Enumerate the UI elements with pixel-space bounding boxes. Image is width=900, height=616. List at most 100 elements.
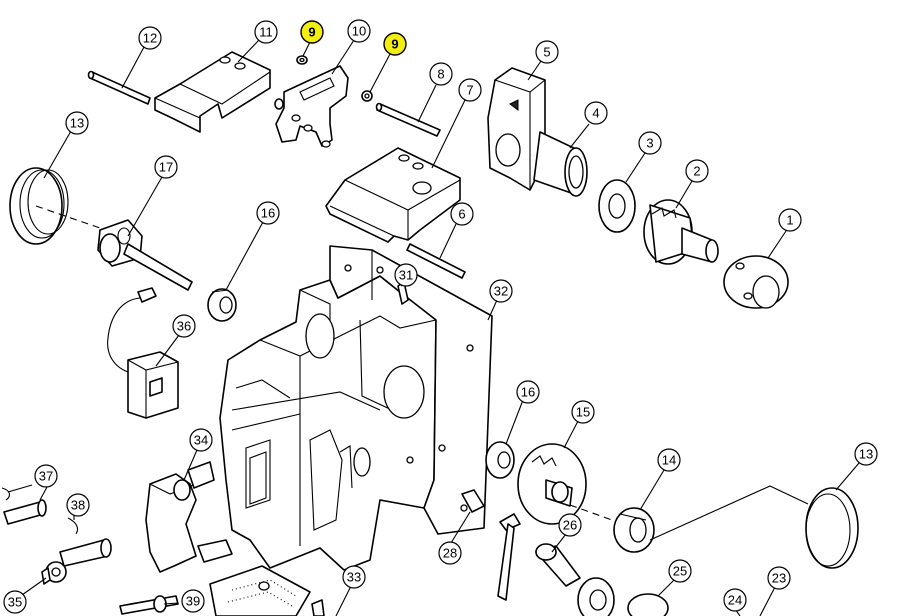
part-13-cover-right xyxy=(805,487,859,569)
callout-34: 34 xyxy=(189,428,213,452)
part-4-bushing xyxy=(533,131,588,197)
part-7-block xyxy=(325,147,461,243)
callout-12: 12 xyxy=(138,26,162,50)
part-9-nut-lower xyxy=(361,90,373,102)
part-16-bearing-lower xyxy=(485,441,515,479)
axis-line-right xyxy=(569,504,613,521)
callout-1: 1 xyxy=(778,208,802,232)
part-34-linkage xyxy=(145,461,233,573)
callout-7: 7 xyxy=(458,78,482,102)
callout-33-label: 33 xyxy=(347,570,361,585)
part-10-bracket xyxy=(274,65,349,148)
callout-6: 6 xyxy=(450,202,474,226)
callout-36: 36 xyxy=(172,314,196,338)
callout-5-label: 5 xyxy=(543,45,550,60)
callout-17: 17 xyxy=(154,155,178,179)
callout-34-label: 34 xyxy=(194,433,208,448)
callout-39-label: 39 xyxy=(186,594,200,609)
callout-28-label: 28 xyxy=(443,546,457,561)
callout-9-upper: 9 xyxy=(300,20,324,44)
callout-25: 25 xyxy=(668,559,692,583)
callout-10-label: 10 xyxy=(352,24,366,39)
part-17-shaft xyxy=(97,219,193,291)
callout-15: 15 xyxy=(571,400,595,424)
part-25-wheel xyxy=(577,577,669,616)
callout-6-label: 6 xyxy=(458,207,465,222)
callout-37: 37 xyxy=(34,464,58,488)
part-5-housing xyxy=(487,67,546,191)
callout-13-right-label: 13 xyxy=(859,447,873,462)
part-6-pin xyxy=(406,243,466,279)
callout-33: 33 xyxy=(342,565,366,589)
part-15-gear xyxy=(517,443,587,525)
callout-16-upper-label: 16 xyxy=(261,206,275,221)
callout-3-label: 3 xyxy=(646,136,653,151)
callout-11: 11 xyxy=(254,20,278,44)
callout-1-label: 1 xyxy=(786,213,793,228)
callout-8-label: 8 xyxy=(437,67,444,82)
callout-32-label: 32 xyxy=(494,284,508,299)
part-32-plate xyxy=(329,245,493,535)
callout-16-upper: 16 xyxy=(256,201,280,225)
part-38-screws xyxy=(1,487,112,585)
callout-10: 10 xyxy=(347,19,371,43)
callout-5: 5 xyxy=(535,40,559,64)
callout-24-label: 24 xyxy=(728,593,742,608)
callout-24: 24 xyxy=(723,588,747,612)
callout-28: 28 xyxy=(438,541,462,565)
callout-38: 38 xyxy=(66,493,90,517)
callout-37-label: 37 xyxy=(39,469,53,484)
callout-8: 8 xyxy=(429,62,453,86)
callout-9-lower-label: 9 xyxy=(391,37,398,52)
callout-35-label: 35 xyxy=(8,595,22,610)
callout-14: 14 xyxy=(657,448,681,472)
part-main-frame xyxy=(219,275,437,571)
part-3-washer xyxy=(598,179,636,233)
callout-32: 32 xyxy=(489,279,513,303)
callout-31-label: 31 xyxy=(399,268,413,283)
part-1-collar xyxy=(723,255,789,309)
callout-26: 26 xyxy=(558,513,582,537)
callout-23-label: 23 xyxy=(772,571,786,586)
part-28-stud xyxy=(461,489,485,513)
callout-9-lower: 9 xyxy=(383,32,407,56)
callout-13-left-label: 13 xyxy=(70,116,84,131)
callout-23: 23 xyxy=(767,566,791,590)
callout-12-label: 12 xyxy=(143,31,157,46)
part-12-pin xyxy=(87,70,151,105)
callout-39: 39 xyxy=(181,589,205,613)
callout-3: 3 xyxy=(638,131,662,155)
part-39-pin xyxy=(119,595,179,615)
callout-16-lower: 16 xyxy=(516,380,540,404)
callout-13-right: 13 xyxy=(854,442,878,466)
callout-9-upper-label: 9 xyxy=(308,25,315,40)
callout-17-label: 17 xyxy=(159,160,173,175)
part-26-lever xyxy=(497,513,581,601)
part-2-gear-shaft xyxy=(643,199,719,265)
part-33-plate xyxy=(209,565,325,616)
callout-2-label: 2 xyxy=(693,164,700,179)
callout-15-label: 15 xyxy=(576,405,590,420)
callout-36-label: 36 xyxy=(177,319,191,334)
part-13-cover-left xyxy=(9,167,69,245)
callout-35: 35 xyxy=(3,590,27,614)
callout-25-label: 25 xyxy=(673,564,687,579)
part-14-collar xyxy=(613,507,655,553)
callout-11-label: 11 xyxy=(259,25,273,40)
part-11-block xyxy=(154,51,271,133)
axis-line-cover xyxy=(649,485,809,541)
callout-2: 2 xyxy=(685,159,709,183)
callout-31: 31 xyxy=(394,263,418,287)
callout-16-lower-label: 16 xyxy=(521,385,535,400)
callout-14-label: 14 xyxy=(662,453,676,468)
callout-38-label: 38 xyxy=(71,498,85,513)
callout-4-label: 4 xyxy=(592,106,599,121)
part-9-nut-upper xyxy=(296,55,308,65)
callout-13-left: 13 xyxy=(65,111,89,135)
part-8-pin xyxy=(375,102,441,137)
callout-26-label: 26 xyxy=(563,518,577,533)
callout-4: 4 xyxy=(584,101,608,125)
callout-7-label: 7 xyxy=(466,83,473,98)
part-16-bearing-upper xyxy=(207,288,237,322)
